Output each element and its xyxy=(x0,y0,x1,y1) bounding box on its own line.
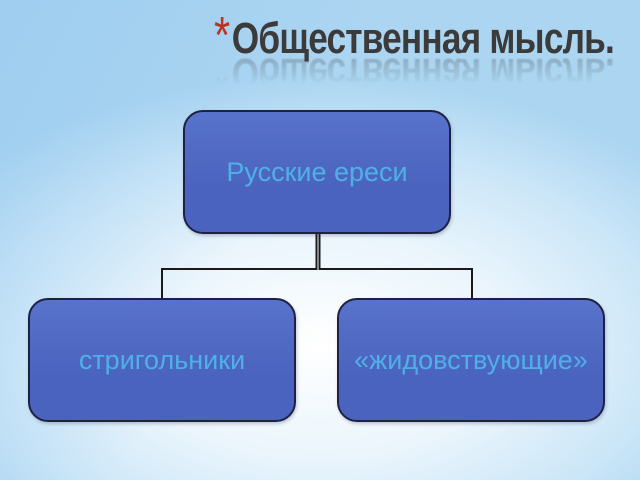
slide-title-reflection: *Общественная мысль. xyxy=(214,47,614,105)
diagram-node-child-right-label: «жидовствующие» xyxy=(354,344,588,375)
asterisk-bullet-reflection-icon: * xyxy=(214,47,230,105)
slide-title-block: *Общественная мысль. *Общественная мысль… xyxy=(214,7,615,105)
connector-root-to-right-child xyxy=(318,233,473,299)
asterisk-bullet-icon: * xyxy=(214,7,230,65)
slide-title: *Общественная мысль. xyxy=(214,7,615,65)
slide-title-reflection-text: Общественная мысль. xyxy=(231,49,614,98)
diagram-node-child-left: стригольники xyxy=(28,298,296,422)
diagram-node-child-left-label: стригольники xyxy=(78,344,246,375)
diagram-node-root-label: Русские ереси xyxy=(226,156,408,187)
slide-title-text: Общественная мысль. xyxy=(231,14,615,63)
diagram-node-root: Русские ереси xyxy=(183,110,451,234)
diagram-node-child-right: «жидовствующие» xyxy=(337,298,605,422)
connector-root-to-left-child xyxy=(161,233,318,299)
